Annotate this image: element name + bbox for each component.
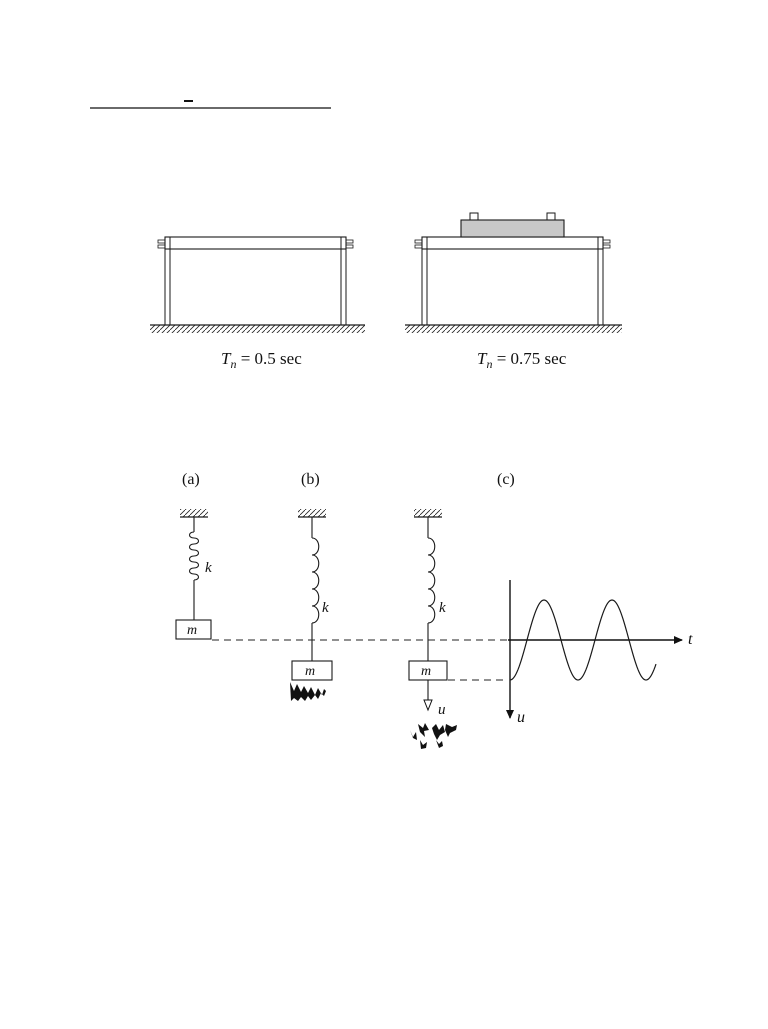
spring-c	[427, 517, 436, 661]
spring-a	[188, 517, 200, 620]
mass-a-label: m	[187, 623, 197, 638]
u-axis-label: u	[517, 709, 525, 726]
column-right-b	[597, 236, 604, 326]
caption-left: Tn = 0.5 sec	[221, 349, 302, 371]
beam-left	[164, 236, 347, 250]
mass-a	[175, 619, 212, 640]
panel-c: k m u	[408, 509, 457, 749]
panel-a: k m	[175, 509, 212, 640]
spring-c-label: k	[439, 600, 446, 616]
frame-right: Tn = 0.75 sec	[405, 212, 622, 371]
beam-right	[421, 236, 604, 250]
panel-b: k m	[290, 509, 333, 701]
column-right-a	[421, 236, 428, 326]
ground-left	[150, 324, 365, 333]
beam-ends-left	[157, 239, 354, 249]
caption-right: Tn = 0.75 sec	[477, 349, 567, 371]
beam-ends-right	[414, 239, 611, 249]
panel-b-label: (b)	[301, 471, 320, 488]
support-b	[298, 509, 326, 518]
spring-b	[311, 517, 320, 661]
response-plot: t u	[506, 580, 693, 726]
panel-c-label: (c)	[497, 471, 515, 488]
frame-left: Tn = 0.5 sec	[150, 236, 365, 371]
hand-release-c	[410, 723, 457, 749]
displacement-c-label: u	[438, 702, 446, 718]
displacement-arrow-c	[423, 680, 433, 712]
column-left-a	[164, 236, 171, 326]
header-rule	[90, 100, 331, 109]
mass-b-label: m	[305, 664, 315, 679]
added-mass-slab	[460, 212, 565, 238]
mass-c-label: m	[421, 664, 431, 679]
support-a	[180, 509, 208, 518]
spring-b-label: k	[322, 600, 329, 616]
free-vibration-curve	[509, 599, 657, 681]
spring-a-label: k	[205, 560, 212, 576]
mass-b	[291, 660, 333, 681]
hand-pull-b	[290, 682, 326, 701]
column-left-b	[340, 236, 347, 326]
ground-right	[405, 324, 622, 333]
panel-a-label: (a)	[182, 471, 200, 488]
support-c	[414, 509, 442, 518]
t-axis-label: t	[688, 631, 693, 648]
